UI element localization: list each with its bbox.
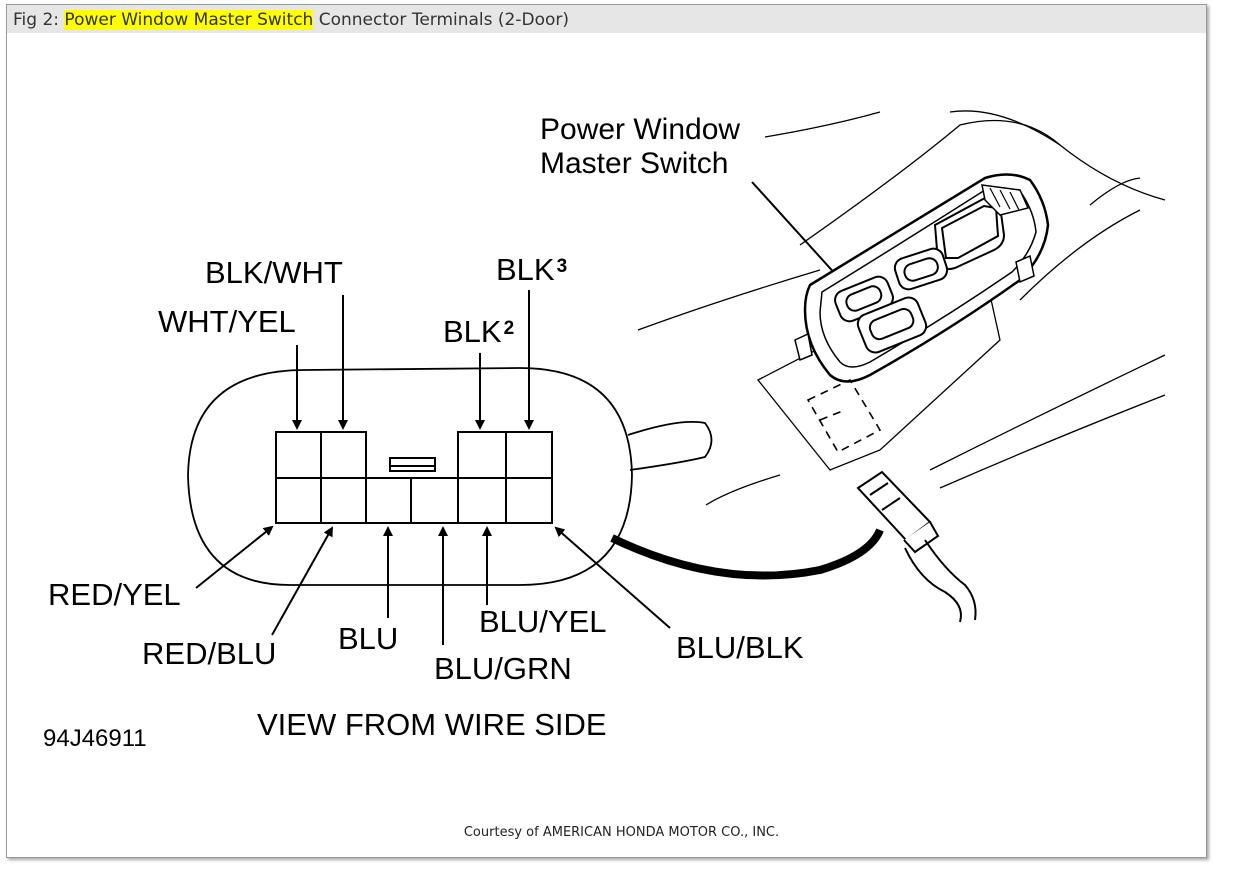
figure-caption: Fig 2: Power Window Master Switch Connec… xyxy=(13,10,569,30)
label-blk2-superscript: 2 xyxy=(504,318,515,339)
caption-bar: Fig 2: Power Window Master Switch Connec… xyxy=(7,5,1206,33)
hidden-connector-outline xyxy=(806,378,882,454)
connector-housing xyxy=(187,367,713,586)
label-blk3-superscript: 3 xyxy=(557,256,568,277)
switch-label: Power Window Master Switch xyxy=(540,113,740,180)
credit-line: Courtesy of AMERICAN HONDA MOTOR CO., IN… xyxy=(463,825,780,840)
master-switch-assembly xyxy=(756,173,1050,471)
figure-id: 94J46911 xyxy=(43,725,147,752)
label-blu: BLU xyxy=(338,621,398,656)
caption-suffix: Connector Terminals (2-Door) xyxy=(313,10,570,30)
label-blu-blk: BLU/BLK xyxy=(676,630,804,665)
caption-highlight: Power Window Master Switch xyxy=(64,10,314,30)
door-panel-lines xyxy=(637,110,1166,506)
switch-label-line1: Power Window xyxy=(540,113,740,146)
wire-bundle xyxy=(610,528,884,580)
figure-frame: Fig 2: Power Window Master Switch Connec… xyxy=(6,4,1207,858)
label-red-yel: RED/YEL xyxy=(48,577,181,612)
label-blu-yel: BLU/YEL xyxy=(479,604,607,639)
caption-prefix: Fig 2: xyxy=(13,10,65,30)
terminal-arrows xyxy=(195,181,840,645)
harness-plug xyxy=(856,470,940,554)
label-blu-grn: BLU/GRN xyxy=(434,651,572,686)
terminal-grid xyxy=(275,431,553,524)
label-blk3-text: BLK xyxy=(496,252,555,287)
view-label: VIEW FROM WIRE SIDE xyxy=(257,707,607,742)
label-wht-yel: WHT/YEL xyxy=(158,304,296,339)
switch-label-line2: Master Switch xyxy=(540,147,728,180)
label-blk2-text: BLK xyxy=(443,314,502,349)
harness-wires xyxy=(904,539,977,623)
label-red-blu: RED/BLU xyxy=(142,636,276,671)
label-blk-wht: BLK/WHT xyxy=(205,255,343,290)
